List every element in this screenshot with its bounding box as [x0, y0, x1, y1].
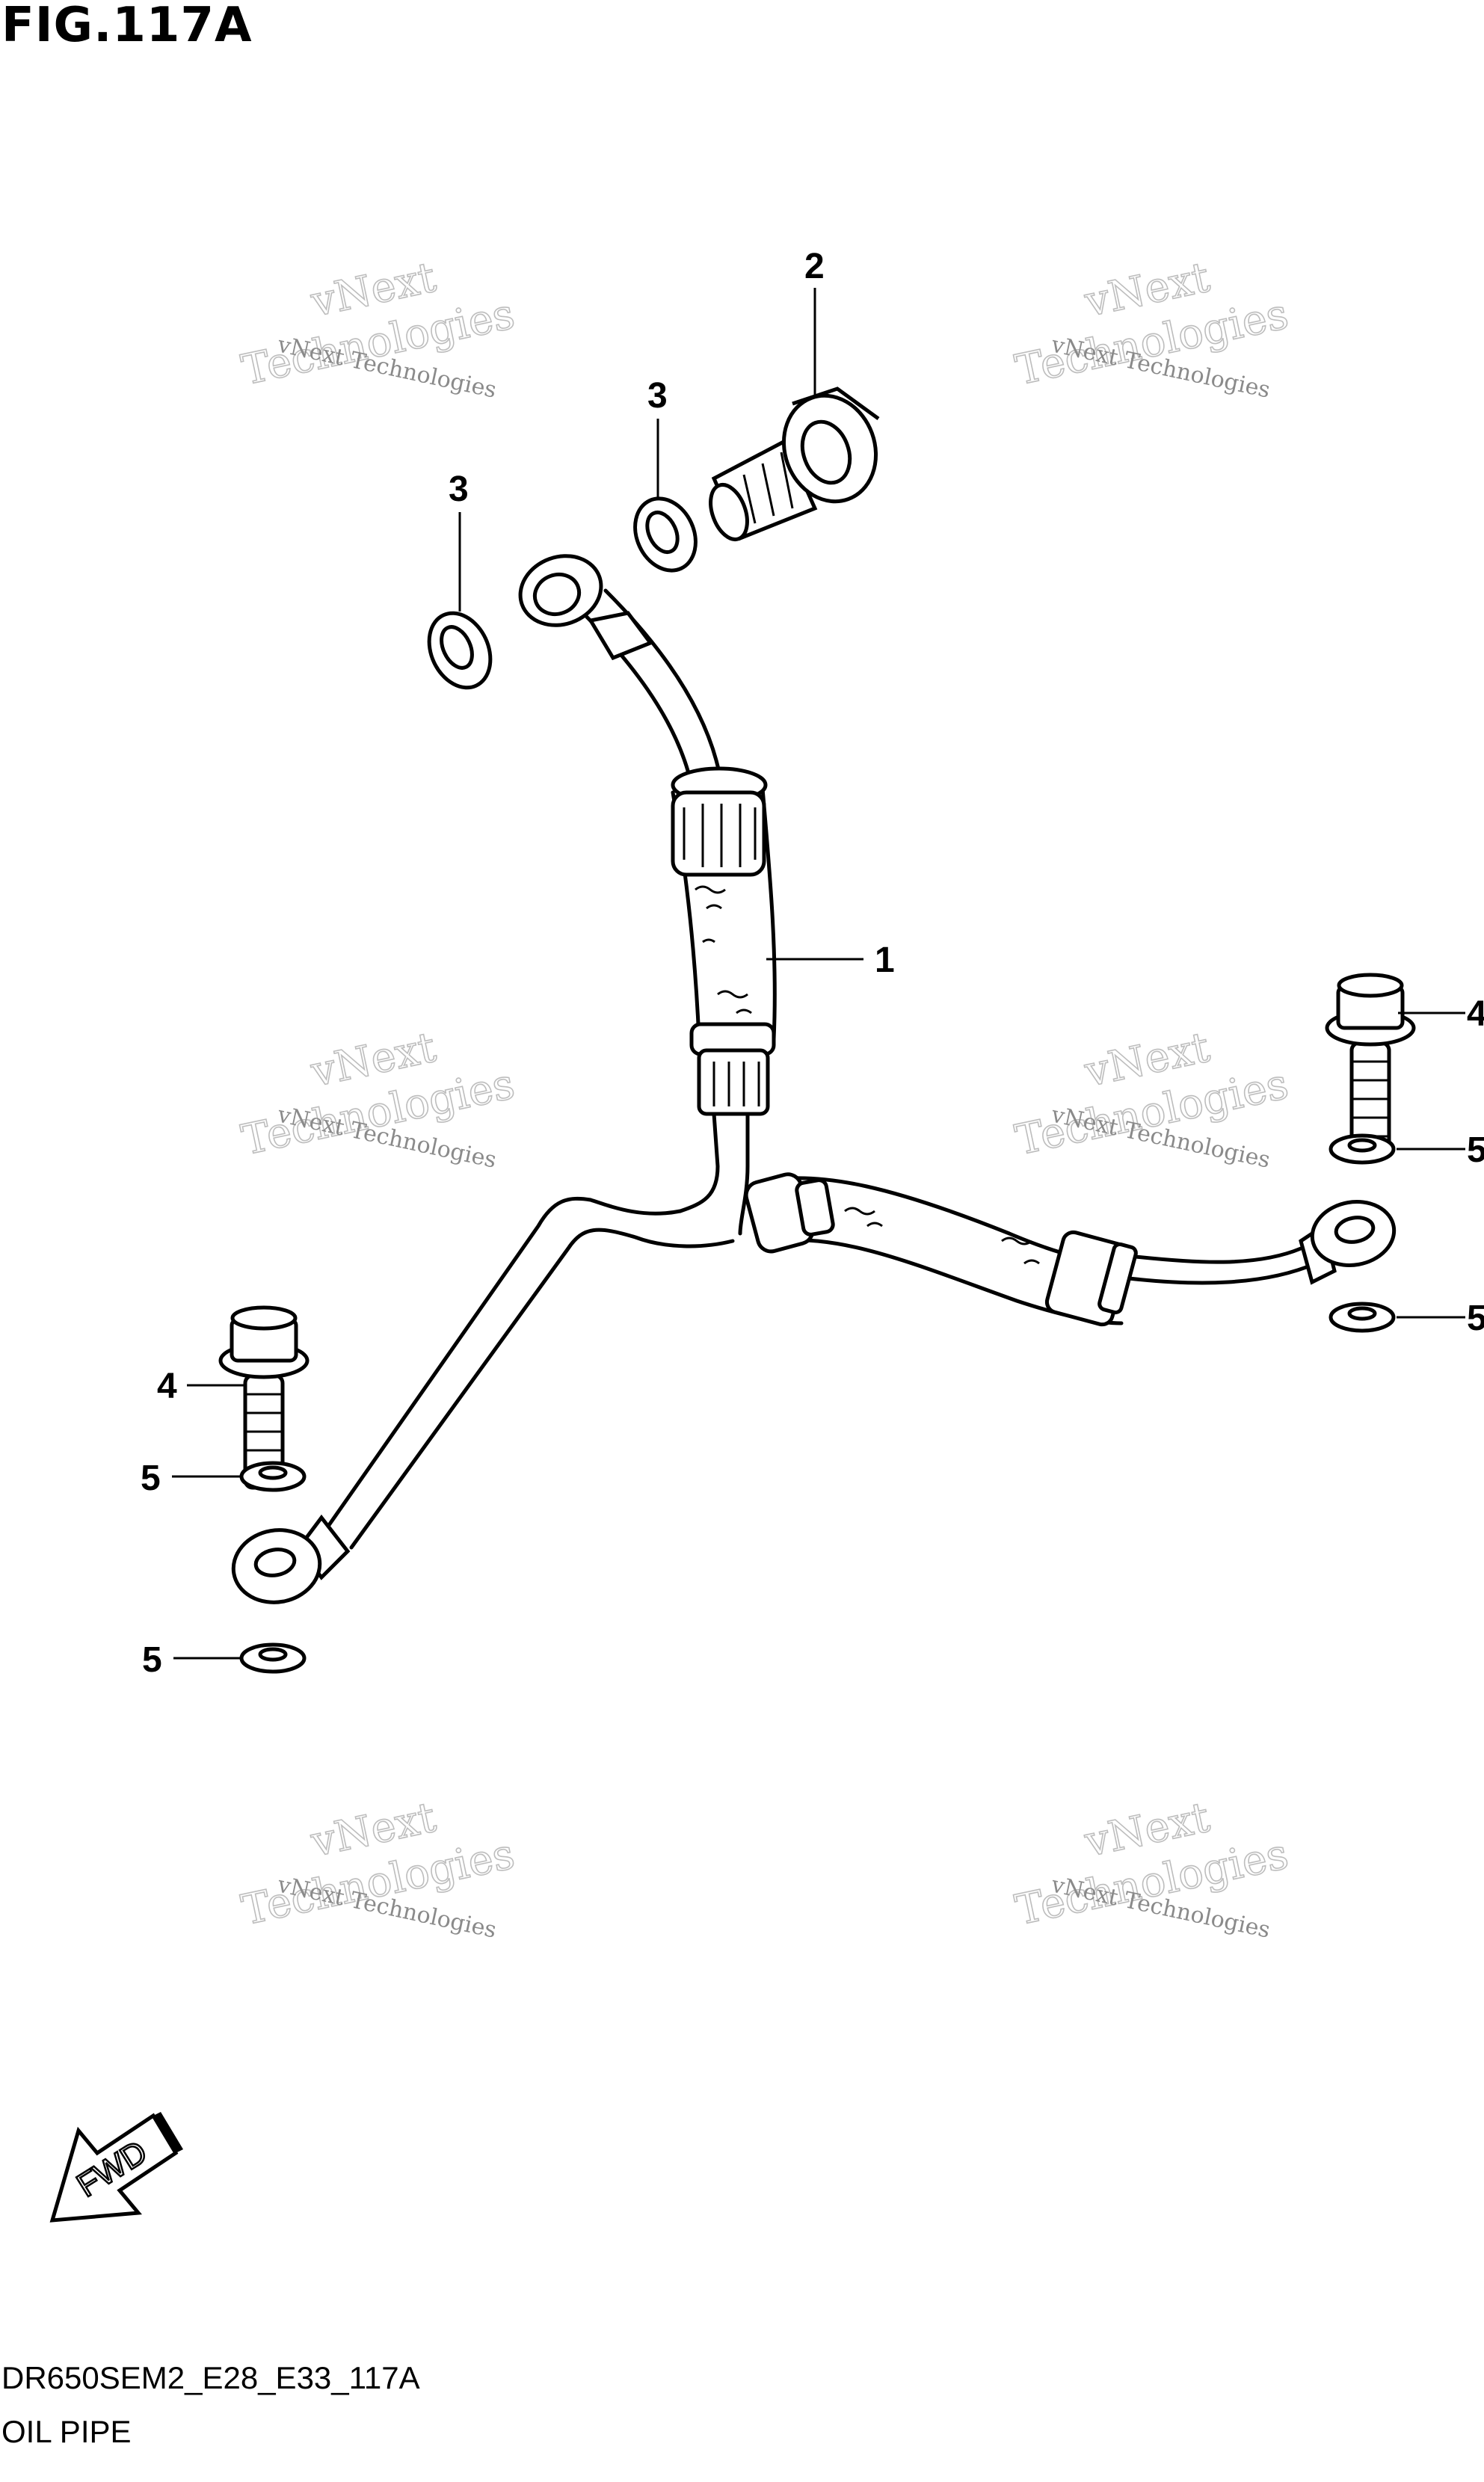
upper-hose-fittings	[671, 766, 776, 1116]
washer-left-bottom	[239, 1642, 307, 1674]
callout-washer-right-bottom: 5	[1467, 1299, 1484, 1338]
leader-lines	[172, 288, 1465, 1660]
washer-right-bottom	[1328, 1302, 1396, 1333]
washer-left-top	[239, 1461, 307, 1492]
bolt-right	[1325, 973, 1416, 1157]
figure-title: FIG.117A	[1, 0, 253, 53]
upper-banjo-eye	[518, 554, 653, 661]
callout-gasket-left: 3	[449, 469, 469, 509]
callout-bolt-left: 4	[157, 1367, 177, 1406]
drawing-caption: OIL PIPE	[1, 2414, 132, 2449]
drawing-code: DR650SEM2_E28_E33_117A	[1, 2360, 420, 2395]
callout-bolt-right: 4	[1467, 994, 1484, 1034]
washer-right-top	[1328, 1133, 1396, 1165]
callout-union-bolt: 2	[804, 247, 825, 286]
right-banjo-eye	[1299, 1200, 1397, 1285]
bolt-left	[218, 1305, 310, 1490]
union-bolt	[709, 387, 880, 541]
callout-washer-left-top: 5	[141, 1459, 161, 1498]
callout-washer-left-bottom: 5	[142, 1640, 162, 1680]
gasket-right	[633, 496, 698, 573]
upper-hose-texture	[695, 885, 752, 1014]
callout-gasket-right: 3	[647, 376, 668, 416]
callout-washer-right-top: 5	[1467, 1130, 1484, 1170]
fwd-direction-marker: FWD	[49, 2112, 183, 2223]
callout-pipe: 1	[875, 940, 895, 980]
right-hose-fittings	[744, 1172, 1138, 1327]
left-banjo-eye	[231, 1514, 351, 1604]
right-hose-texture	[844, 1207, 1040, 1265]
gasket-left	[427, 611, 493, 690]
